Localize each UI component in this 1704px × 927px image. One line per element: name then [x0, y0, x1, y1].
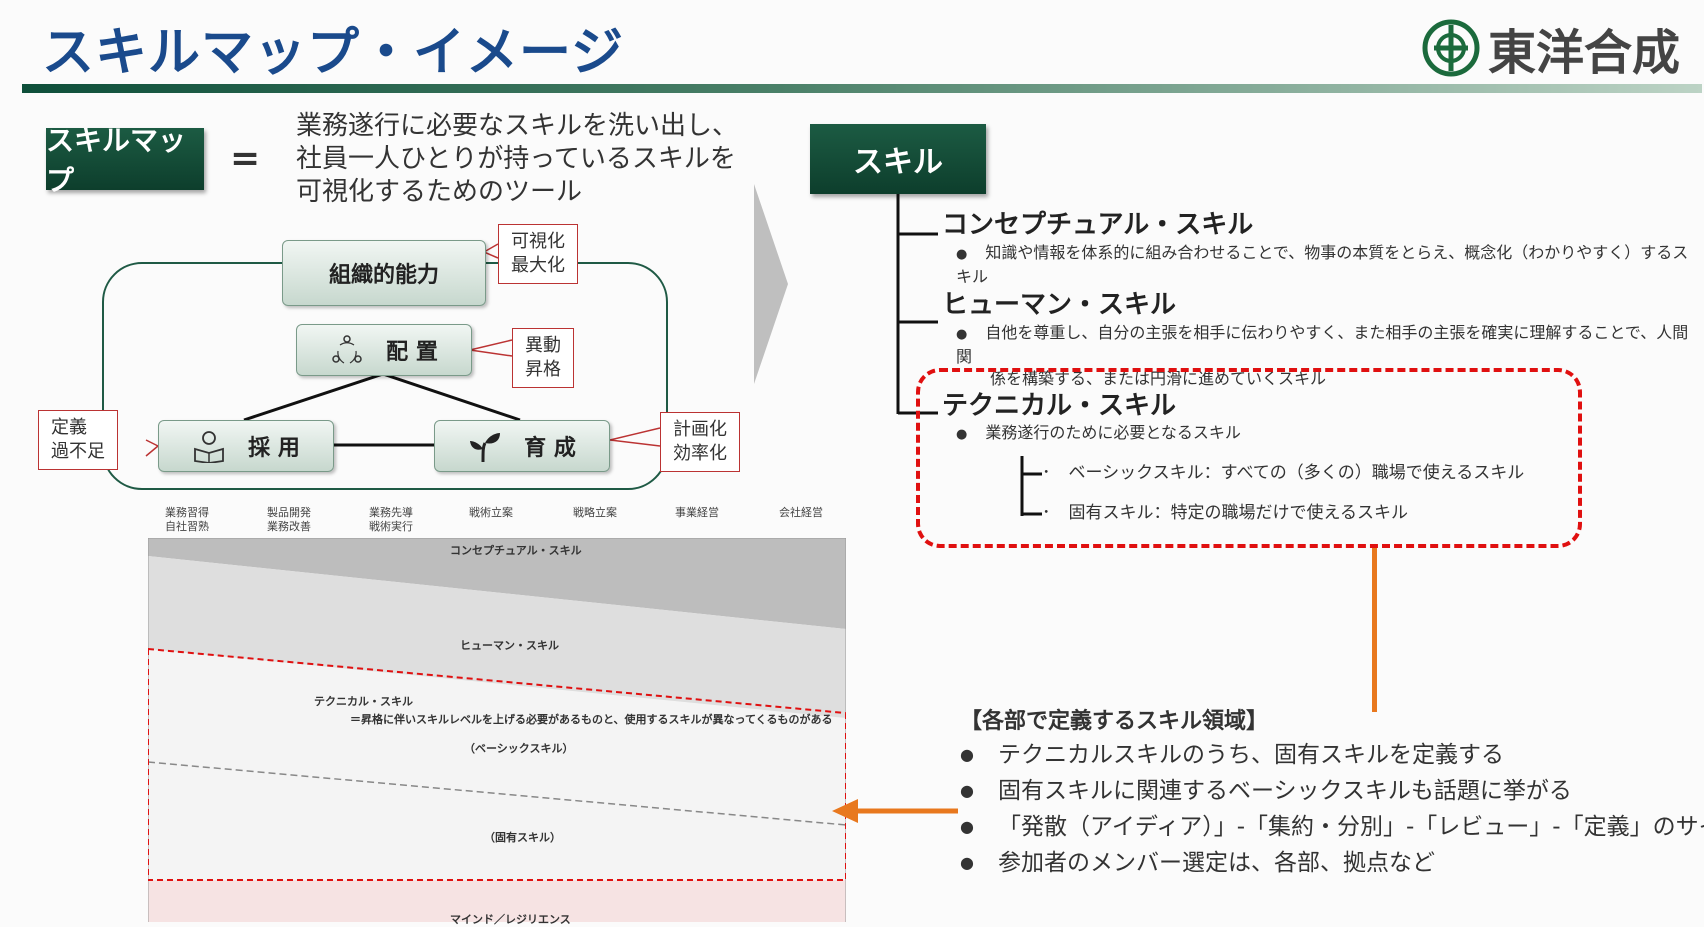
- specific-skill-item: ･ 固有スキル：特定の職場だけで使えるスキル: [1042, 502, 1408, 524]
- callout-line: 可視化: [511, 231, 565, 252]
- orange-connector-line: [1372, 548, 1377, 712]
- placement-label: 配 置: [386, 340, 438, 365]
- bullet-dot: ･: [1042, 463, 1051, 483]
- callout-line: 昇格: [525, 359, 561, 380]
- list-item: ●テクニカルスキルのうち、固有スキルを定義する: [960, 737, 1704, 773]
- list-item: ●「発散（アイディア）」-「集約・分別」-「レビュー」-「定義」のサイクル: [960, 809, 1704, 845]
- orange-arrow-left-icon: [832, 799, 958, 823]
- section-title: 【各部で定義するスキル領域】: [960, 709, 1269, 734]
- hiring-node: 採 用: [158, 420, 334, 472]
- growth-label: 育 成: [524, 436, 576, 461]
- hiring-label: 採 用: [248, 436, 300, 461]
- callout-line: 過不足: [51, 441, 105, 462]
- section-bullet-list: ●テクニカルスキルのうち、固有スキルを定義する ●固有スキルに関連するベーシック…: [960, 737, 1704, 881]
- title-rule: [22, 84, 1702, 93]
- skill-tree-lines: [896, 194, 938, 415]
- desc-text: 自他を尊重し、自分の主張を相手に伝わりやすく、また相手の主張を確実に理解すること…: [956, 323, 1689, 366]
- item-text: ベーシックスキル：すべての（多くの）職場で使えるスキル: [1068, 463, 1525, 483]
- technical-skill-desc: ● 業務遂行のために必要となるスキル: [956, 422, 1241, 446]
- specific-skill-label: （固有スキル）: [484, 831, 561, 844]
- desc-text: 知識や情報を体系的に組み合わせることで、物事の本質をとらえ、概念化（わかりやすく…: [956, 243, 1689, 286]
- org-capability-node: 組織的能力: [282, 240, 486, 306]
- bullet-dot: ●: [960, 745, 974, 764]
- list-item: ●固有スキルに関連するベーシックスキルも話題に挙がる: [960, 773, 1704, 809]
- technical-area-label: テクニカル・スキル: [314, 695, 413, 708]
- company-logo-icon: [1422, 19, 1480, 77]
- callout-line: 効率化: [673, 443, 727, 464]
- grid-column-header: 事業経営: [675, 506, 719, 519]
- mind-area: [148, 880, 846, 922]
- company-logo: 東洋合成: [1422, 16, 1686, 81]
- company-name: 東洋合成: [1488, 25, 1681, 81]
- person-reading-icon: [194, 431, 225, 463]
- grid-column-header: 戦略立案: [573, 506, 617, 519]
- callout-line: 最大化: [511, 255, 565, 276]
- bullet-dot: ●: [956, 327, 968, 342]
- desc-text: 係を構築する、または円滑に進めていくスキル: [990, 369, 1327, 388]
- basic-skill-item: ･ ベーシックスキル：すべての（多くの）職場で使えるスキル: [1042, 462, 1524, 484]
- grid-column-header: 戦術立案: [469, 506, 513, 519]
- basic-skill-label: （ベーシックスキル）: [464, 742, 574, 755]
- grid-column-header: 業務習得自社習熟: [165, 506, 209, 533]
- skill-label: スキル: [810, 124, 986, 194]
- conceptual-skill-desc: ●知識や情報を体系的に組み合わせることで、物事の本質をとらえ、概念化（わかりやす…: [956, 242, 1704, 288]
- description-line: 可視化するためのツール: [296, 177, 583, 207]
- technical-highlight-frame: [148, 649, 846, 881]
- people-cycle-icon: [332, 335, 362, 364]
- bullet-dot: ●: [960, 853, 974, 872]
- description-line: 業務遂行に必要なスキルを洗い出し、: [296, 111, 739, 141]
- grid-column-header: 業務先導戦術実行: [369, 506, 413, 533]
- technical-skill-title: テクニカル・スキル: [942, 391, 1177, 421]
- growth-node: 育 成: [434, 420, 610, 472]
- callout-org: 可視化 最大化: [498, 224, 578, 284]
- list-item: ●参加者のメンバー選定は、各部、拠点など: [960, 845, 1704, 881]
- chevron-right-icon: [754, 184, 788, 384]
- sprout-icon: [470, 433, 501, 463]
- conceptual-area-label: コンセプチュアル・スキル: [450, 544, 582, 557]
- callout-line: 計画化: [673, 419, 727, 440]
- skillmap-description: 業務遂行に必要なスキルを洗い出し、 社員一人ひとりが持っているスキルを 可視化す…: [296, 110, 738, 209]
- human-area: [148, 556, 846, 718]
- description-line: 社員一人ひとりが持っているスキルを: [296, 144, 736, 174]
- basic-specific-divider: [148, 761, 846, 826]
- callout-line: 異動: [525, 335, 561, 356]
- human-skill-desc: ●自他を尊重し、自分の主張を相手に伝わりやすく、また相手の主張を確実に理解するこ…: [956, 322, 1704, 390]
- mind-resilience-label: マインド／レジリエンス: [450, 913, 571, 926]
- page-title: スキルマップ・イメージ: [42, 23, 624, 83]
- desc-text: 業務遂行のために必要となるスキル: [985, 423, 1241, 442]
- item-text: 固有スキル：特定の職場だけで使えるスキル: [1068, 503, 1409, 523]
- grid-column-header: 製品開発業務改善: [267, 506, 311, 533]
- human-area-label: ヒューマン・スキル: [460, 639, 559, 652]
- technical-area-note: ＝昇格に伴いスキルレベルを上げる必要があるものと、使用するスキルが異なってくるも…: [350, 713, 833, 726]
- conceptual-area: [148, 538, 846, 629]
- callout-placement: 異動 昇格: [512, 328, 574, 388]
- bullet-dot: ●: [960, 781, 974, 800]
- bullet-dot: ●: [960, 817, 974, 836]
- callout-hiring: 定義 過不足: [38, 410, 118, 470]
- callout-line: 定義: [51, 417, 87, 438]
- equals-sign: =: [230, 138, 261, 179]
- technical-highlight-box: [916, 368, 1582, 548]
- skillmap-label: スキルマップ: [46, 124, 204, 197]
- technical-subtree-lines: [1020, 456, 1042, 516]
- placement-node: 配 置: [296, 324, 472, 376]
- grid-column-header: 会社経営: [779, 506, 823, 519]
- bullet-dot: ●: [956, 247, 968, 262]
- human-skill-title: ヒューマン・スキル: [942, 290, 1177, 320]
- technical-highlight-top: [148, 648, 846, 715]
- skill-area-chart: [148, 538, 846, 922]
- conceptual-skill-title: コンセプチュアル・スキル: [942, 210, 1254, 240]
- bullet-dot: ･: [1042, 503, 1051, 523]
- org-connector-lines: [145, 243, 661, 457]
- bullet-dot: ●: [956, 427, 968, 442]
- callout-growth: 計画化 効率化: [660, 412, 740, 472]
